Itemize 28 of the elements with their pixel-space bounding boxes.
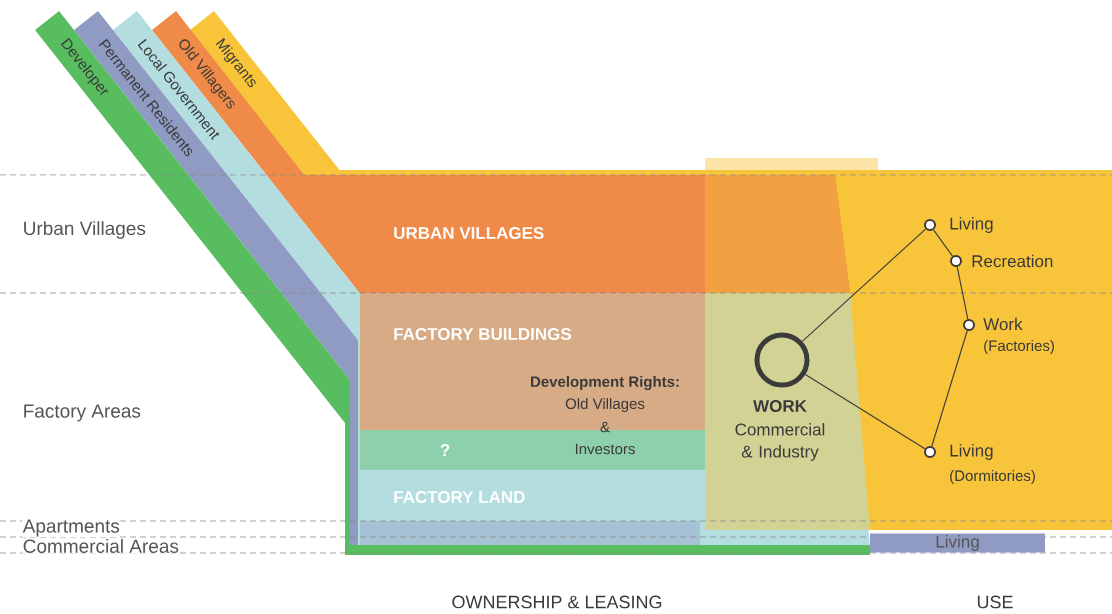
row-label: Factory Areas: [22, 404, 142, 422]
node-label: (Dormitories): [950, 470, 1035, 484]
node-label: Living: [950, 217, 993, 233]
note-heading: Development Rights:: [531, 376, 679, 391]
connector-line: [801, 228, 927, 342]
node-label: Commercial & Industry: [735, 423, 825, 461]
bar: Living: [870, 533, 1045, 553]
note-text: &: [600, 421, 610, 433]
node-label: (Factories): [984, 340, 1054, 354]
note-text: Investors: [575, 443, 635, 455]
node-label: Living: [950, 444, 993, 460]
row-label: Apartments: [22, 519, 121, 537]
row-label: Urban Villages: [22, 220, 147, 240]
axis-label: USE: [977, 595, 1013, 609]
region-label: URBAN VILLAGES: [394, 227, 544, 239]
connector-line: [956, 266, 969, 320]
note-text: Old Villages: [565, 398, 645, 412]
connector-line: [932, 229, 954, 257]
region-label: ?: [440, 444, 450, 456]
node-label: WORK: [753, 400, 807, 412]
node-label: Recreation: [972, 254, 1053, 268]
connector-line: [931, 330, 968, 447]
node-label: Work: [983, 317, 1023, 331]
connector-line: [804, 373, 926, 450]
region-label: FACTORY BUILDINGS: [394, 328, 572, 340]
axis-label: OWNERSHIP & LEASING: [452, 595, 662, 609]
region-label: FACTORY LAND: [394, 491, 525, 503]
row-label: Commercial Areas: [22, 538, 180, 554]
